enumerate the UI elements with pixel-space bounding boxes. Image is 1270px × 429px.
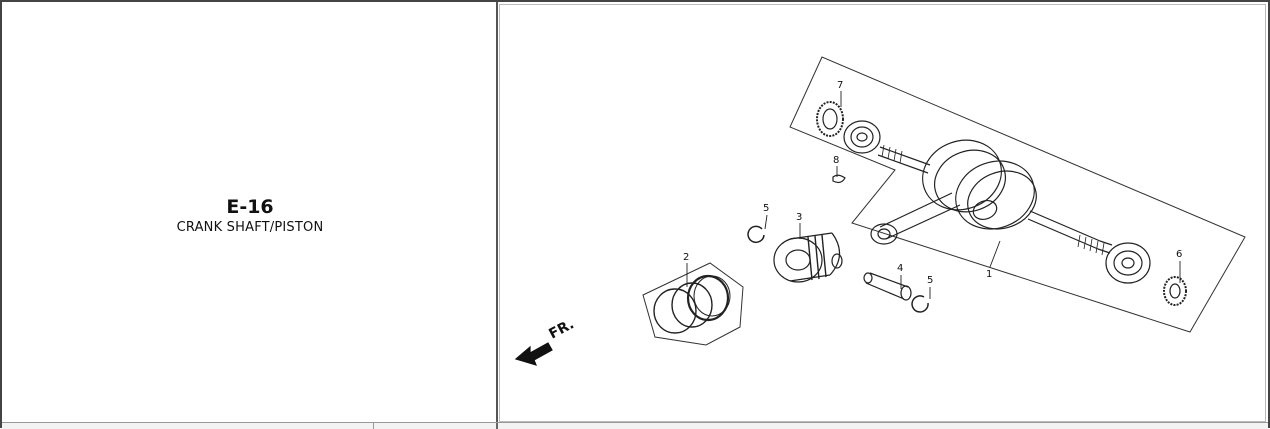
circlip-5-lower xyxy=(911,295,929,313)
crankshaft-group-outline xyxy=(789,56,1246,333)
callout-leaders xyxy=(686,91,1181,299)
callout-6: 6 xyxy=(1176,249,1182,260)
crankshaft xyxy=(870,139,1113,256)
callout-8: 8 xyxy=(833,155,839,166)
piston-ring-set-2 xyxy=(642,262,744,346)
section-title: CRANK SHAFT/PISTON xyxy=(176,220,324,235)
piston-pin-4 xyxy=(863,272,912,301)
bearing-left xyxy=(843,120,881,154)
circlip-5-upper xyxy=(747,225,765,244)
exploded-parts-diagram: 1 2 3 4 5 5 6 7 8 FR. xyxy=(514,56,1246,366)
callout-5-upper: 5 xyxy=(763,203,769,214)
front-direction-label: FR. xyxy=(546,316,576,342)
callout-4: 4 xyxy=(897,263,903,274)
gear-6 xyxy=(1163,276,1187,306)
callout-3: 3 xyxy=(796,212,802,223)
section-code: E-16 xyxy=(226,196,274,218)
callout-1: 1 xyxy=(986,269,992,280)
woodruff-key-8 xyxy=(832,174,846,184)
bearing-right xyxy=(1105,242,1151,284)
column-divider xyxy=(496,423,498,429)
front-direction-arrow: FR. xyxy=(514,316,577,366)
callout-5-lower: 5 xyxy=(927,275,933,286)
callout-2: 2 xyxy=(683,252,689,263)
callout-7: 7 xyxy=(837,80,843,91)
column-divider xyxy=(373,423,374,429)
table-bottom-row xyxy=(2,422,1268,429)
gear-7 xyxy=(816,101,844,137)
exploded-diagram-panel: 1 2 3 4 5 5 6 7 8 FR. xyxy=(499,4,1266,422)
section-label-panel: E-16 CRANK SHAFT/PISTON xyxy=(2,2,498,424)
piston-3 xyxy=(773,232,843,283)
